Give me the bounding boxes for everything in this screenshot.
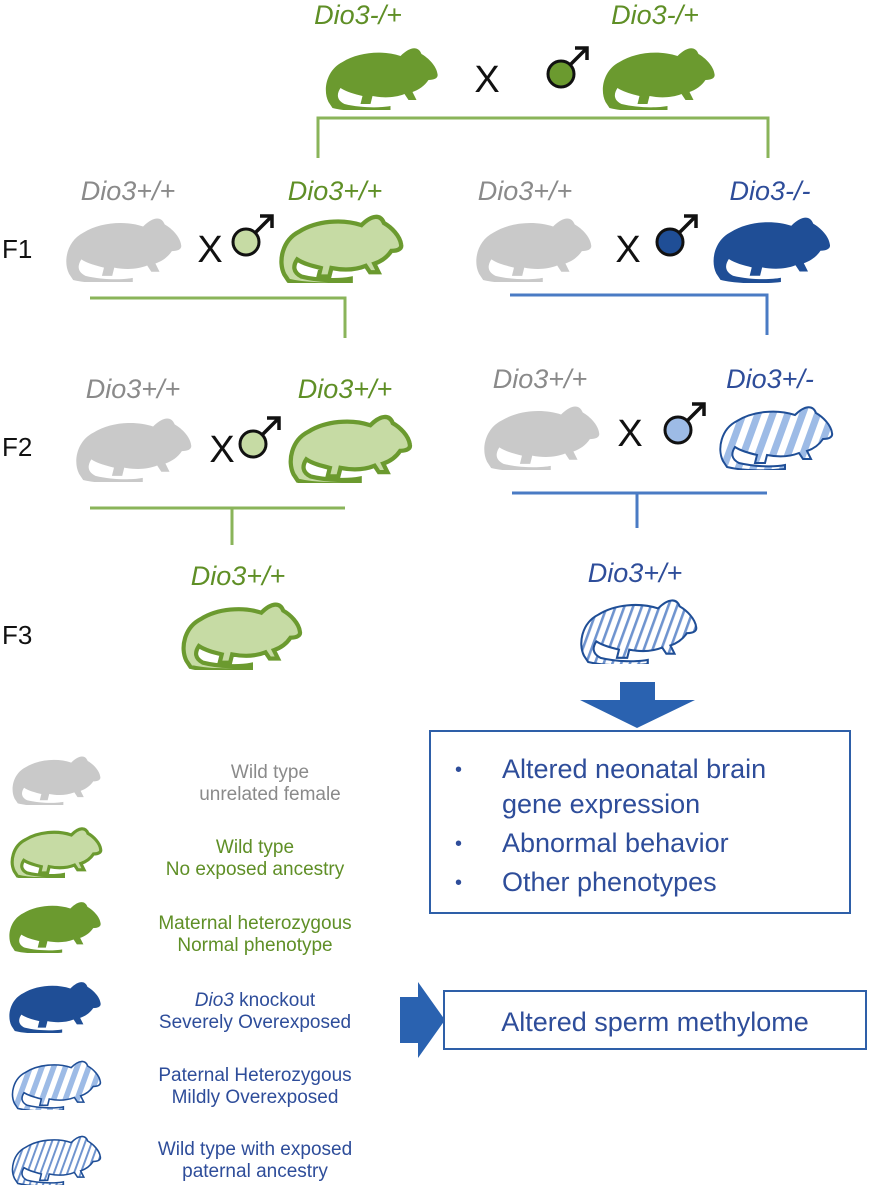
f1-right-male-rat-icon (713, 217, 831, 283)
f3-left-genotype: Dio3+/+ (191, 561, 286, 591)
generation-label-f2: F2 (2, 432, 32, 462)
legend-1-line2: unrelated female (199, 784, 341, 805)
f2-left-female-genotype: Dio3+/+ (86, 374, 181, 404)
f2-right-cross-symbol: X (617, 413, 642, 455)
outcomes-box (429, 730, 851, 914)
right-arrow-icon (400, 982, 445, 1058)
p0-cross-symbol: X (474, 59, 499, 101)
outcome-item-3: Other phenotypes (502, 867, 717, 897)
f2-left-male-genotype: Dio3+/+ (298, 374, 393, 404)
f1-left-female-genotype: Dio3+/+ (81, 176, 176, 206)
legend-2-line2: No exposed ancestry (166, 859, 345, 880)
f3-right-rat-icon (580, 599, 698, 664)
f1-left-male-symbol-icon (231, 214, 274, 257)
legend-5-line1: Paternal Heterozygous (158, 1065, 351, 1086)
p0-offspring-connector (316, 116, 770, 158)
generation-label-f1: F1 (2, 234, 32, 264)
outcome-bullet-2: • (455, 833, 462, 855)
outcome-bullet-3: • (455, 872, 462, 894)
f2-left-male-symbol-icon (238, 416, 281, 459)
f2-right-connector (512, 491, 767, 528)
f2-left-cross-symbol: X (209, 429, 234, 471)
f1-left-male-genotype: Dio3+/+ (288, 176, 383, 206)
f2-right-male-genotype: Dio3+/- (726, 364, 814, 394)
p0-female-genotype: Dio3-/+ (314, 0, 402, 30)
legend-5-line2: Mildly Overexposed (172, 1087, 339, 1108)
legend: Wild type unrelated female Wild type No … (9, 756, 352, 1185)
legend-rat-dark-blue-icon (9, 982, 101, 1033)
f1-left-connector (90, 296, 347, 338)
generation-label-f3: F3 (2, 620, 32, 650)
f1-right-male-genotype: Dio3-/- (729, 176, 810, 206)
f1-right-female-rat-icon (476, 218, 592, 282)
f3-right-genotype: Dio3+/+ (588, 558, 683, 588)
f1-left-cross-symbol: X (197, 229, 222, 271)
legend-rat-blue-striped-icon (11, 1060, 102, 1110)
f1-right-female-genotype: Dio3+/+ (478, 176, 573, 206)
f1-left-male-rat-icon (281, 217, 401, 285)
legend-4-knockout: knockout (234, 990, 316, 1011)
f2-right-female-genotype: Dio3+/+ (493, 364, 588, 394)
outcome-item-1-line1: Altered neonatal brain (502, 754, 766, 784)
f3-left-rat-icon (184, 605, 300, 671)
legend-rat-gray-icon (12, 756, 101, 805)
legend-6-line1: Wild type with exposed (158, 1139, 352, 1160)
legend-1-line1: Wild type (231, 762, 309, 783)
p0-male-symbol-icon (546, 46, 589, 89)
f2-left-male-rat-icon (291, 417, 410, 484)
f1-left-female-rat-icon (66, 218, 182, 282)
f2-right-male-rat-icon (719, 406, 834, 470)
legend-6-line2: paternal ancestry (182, 1161, 328, 1182)
f1-right-male-symbol-icon (655, 214, 698, 257)
outcome-item-2: Abnormal behavior (502, 828, 729, 858)
legend-3-line1: Maternal heterozygous (158, 913, 351, 934)
legend-4-line2: Severely Overexposed (159, 1012, 351, 1033)
p0-male-genotype: Dio3-/+ (611, 0, 699, 30)
f1-right-cross-symbol: X (615, 229, 640, 271)
legend-rat-dark-green-icon (9, 902, 101, 953)
p0-male-rat-icon (602, 48, 715, 110)
f2-right-female-rat-icon (484, 406, 600, 470)
p0-female-rat-icon (325, 48, 438, 110)
methylome-box (443, 990, 867, 1050)
f2-right-male-symbol-icon (663, 402, 706, 445)
legend-rat-blue-thin-striped-icon (11, 1135, 102, 1185)
down-arrow-icon (580, 682, 695, 728)
legend-2-line1: Wild type (216, 837, 294, 858)
legend-4-gene: Dio3 (195, 990, 235, 1011)
f2-left-female-rat-icon (76, 418, 192, 482)
outcome-bullet-1: • (455, 759, 462, 781)
f1-right-connector (510, 293, 769, 335)
legend-4-line1: Dio3 knockout (195, 990, 316, 1011)
legend-3-line2: Normal phenotype (177, 935, 332, 956)
f2-left-connector (90, 506, 345, 545)
methylome-text: Altered sperm methylome (501, 1007, 809, 1037)
legend-rat-light-green-icon (10, 827, 103, 878)
outcome-item-1-line2: gene expression (502, 789, 700, 819)
